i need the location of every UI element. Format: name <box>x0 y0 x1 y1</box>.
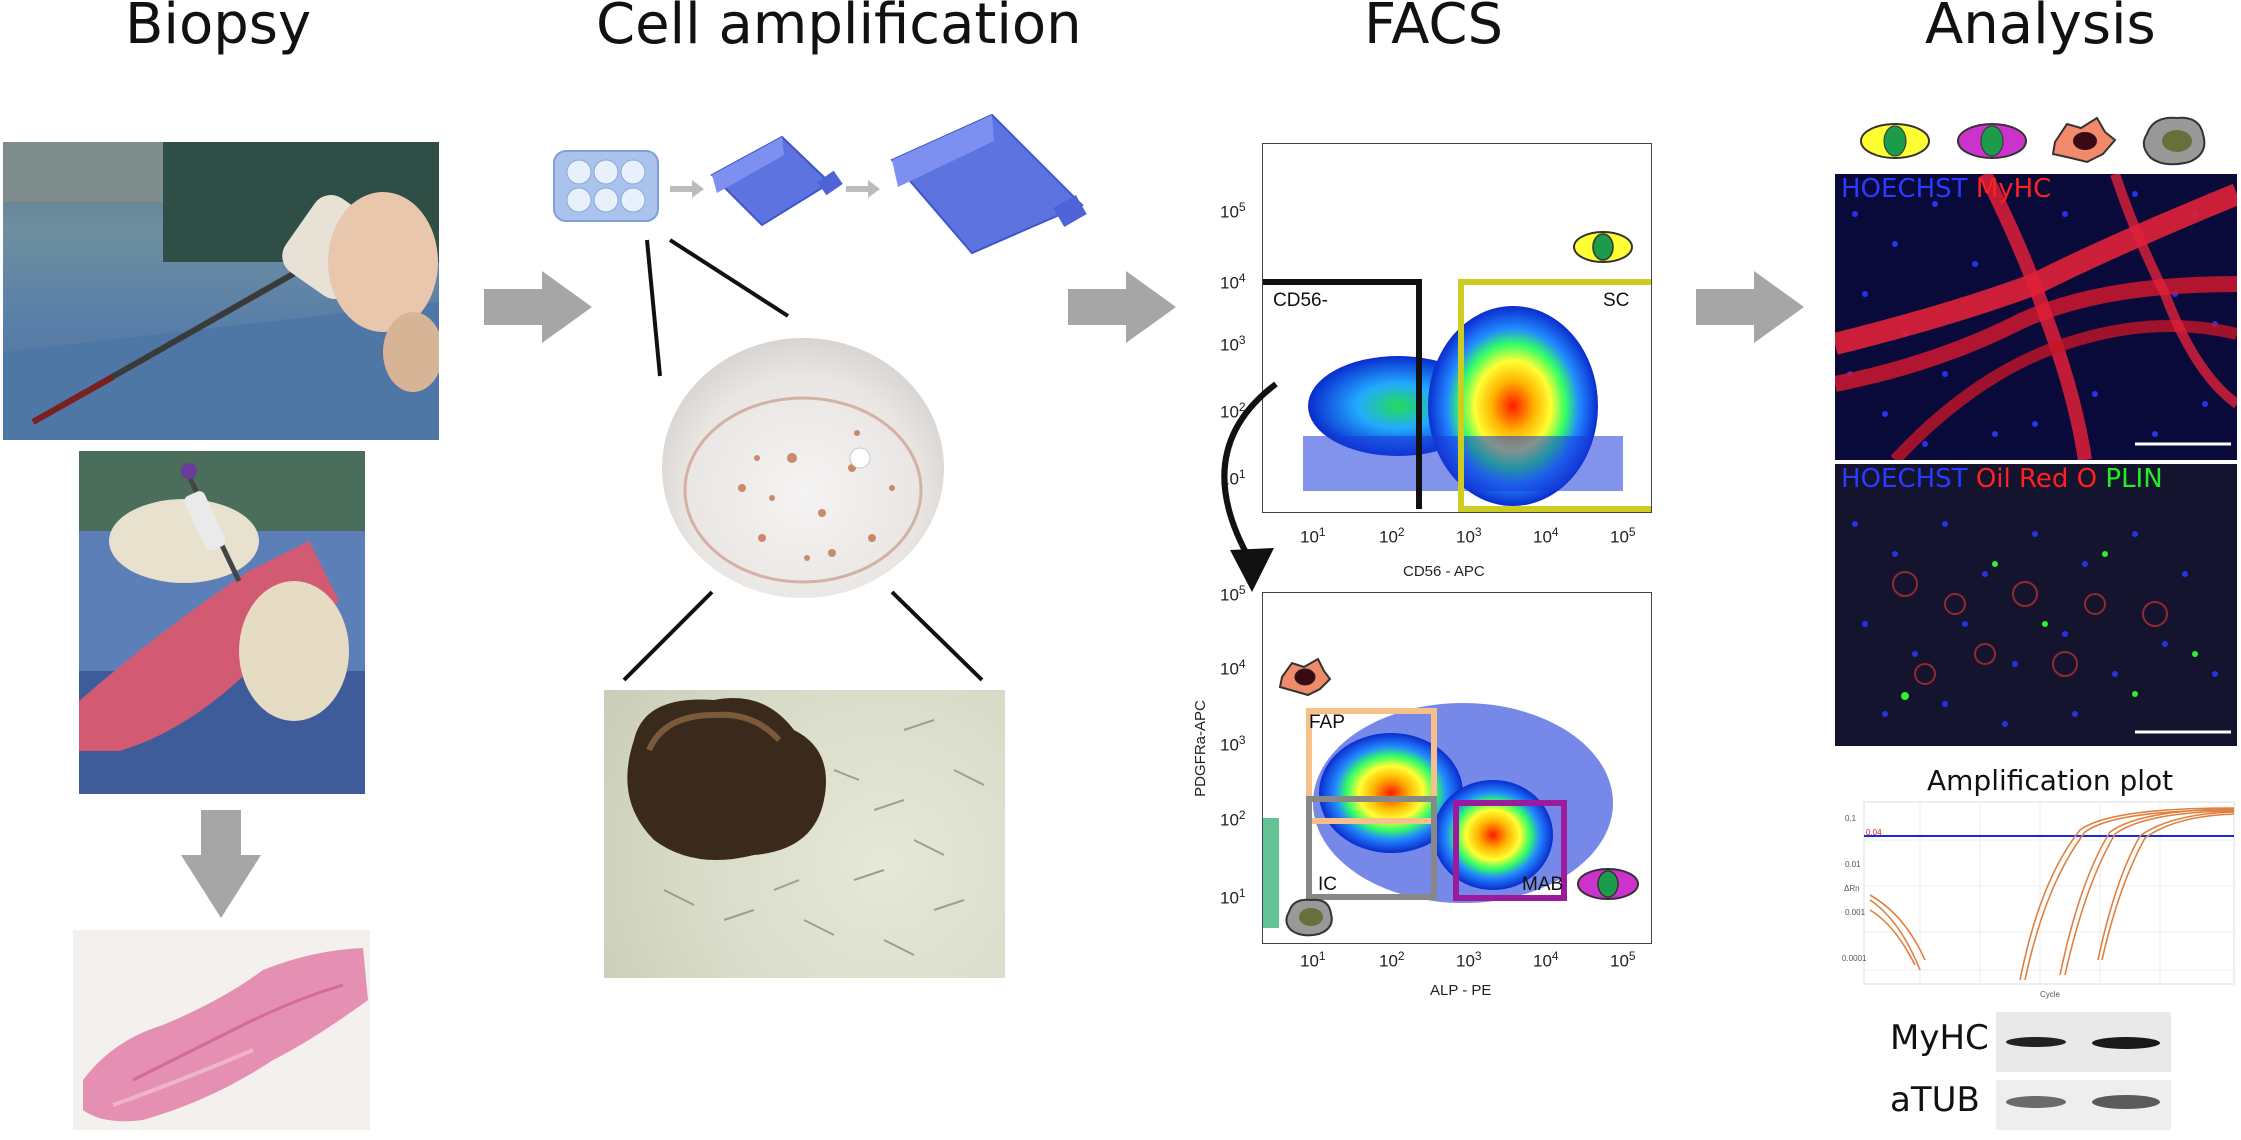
fap-cell-icon <box>2051 116 2117 164</box>
fap-cell-icon <box>1278 657 1332 697</box>
amp-ytick-3: 0.001 <box>1845 908 1866 917</box>
western-blot-label-myhc: MyHC <box>1890 1018 1989 1058</box>
plot2-xtick-3: 103 <box>1456 949 1482 971</box>
plot2-x-axis-title: ALP - PE <box>1430 982 1492 999</box>
six-well-plate-icon <box>553 150 659 222</box>
plot1-x-axis-title: CD56 - APC <box>1403 563 1485 580</box>
plot2-y-axis-title: PDGFRa-APC <box>1191 700 1209 797</box>
culture-vessels-row <box>553 113 1087 255</box>
plot2-xtick-2: 102 <box>1379 949 1405 971</box>
plot2-ytick-5: 105 <box>1220 583 1246 605</box>
oilredo-plin-panel: HOECHST Oil Red O PLIN <box>1835 464 2237 746</box>
western-blot-label-atub: aTUB <box>1890 1080 1980 1120</box>
gate-mab-outline <box>1453 800 1567 901</box>
heading-cell-amplification: Cell amplification <box>596 0 1082 57</box>
gate-cd56neg-outline <box>1263 279 1422 509</box>
western-blot-band-atub <box>1996 1080 2171 1130</box>
biopsy-procedure-photo <box>79 451 365 794</box>
gate-label-mab: MAB <box>1522 874 1564 895</box>
sc-cell-icon <box>1860 123 1930 159</box>
amplification-plot: 0.1 0.01 0.001 0.0001 0.04 Cycle ΔRn <box>1840 800 2236 1000</box>
petri-dish-photo <box>662 338 944 598</box>
western-blot-band-myhc <box>1996 1012 2171 1072</box>
plot2-xtick-4: 104 <box>1533 949 1559 971</box>
sc-cell-icon <box>1573 231 1633 263</box>
mab-cell-icon <box>1577 868 1639 900</box>
gate-label-sc: SC <box>1603 290 1630 311</box>
zoom-lines-lower <box>622 590 984 682</box>
biopsy-down-arrow <box>181 810 261 918</box>
plot1-xtick-1: 101 <box>1300 525 1326 547</box>
plot1-xtick-5: 105 <box>1610 525 1636 547</box>
oilredo-panel-label: HOECHST Oil Red O PLIN <box>1841 464 2163 494</box>
arrow-biopsy-to-amplification <box>484 271 592 343</box>
myhc-immunofluorescence-panel: HOECHST MyHC <box>1835 174 2237 460</box>
gate-fap-outline <box>1306 708 1437 824</box>
ic-cell-icon <box>2142 116 2206 166</box>
amp-threshold-label: 0.04 <box>1866 828 1882 837</box>
plot2-ytick-4: 104 <box>1220 657 1246 679</box>
amp-ytick-2: 0.01 <box>1845 860 1861 869</box>
amplification-plot-title: Amplification plot <box>1927 764 2174 797</box>
heading-analysis: Analysis <box>1925 0 2156 57</box>
plot2-xtick-5: 105 <box>1610 949 1636 971</box>
biopsy-needle-photo <box>3 142 439 440</box>
histology-section-photo <box>73 930 370 1130</box>
mab-cell-icon <box>1957 123 2027 159</box>
amp-y-label: ΔRn <box>1844 884 1860 893</box>
myhc-panel-label: HOECHST MyHC <box>1841 174 2052 204</box>
plot2-xtick-1: 101 <box>1300 949 1326 971</box>
gate-link-curved-arrow <box>1221 381 1278 592</box>
zoom-lines-upper <box>645 238 790 377</box>
small-flask-icon <box>710 135 843 227</box>
large-flask-icon <box>890 113 1087 255</box>
gate-label-fap: FAP <box>1309 712 1345 733</box>
plot1-ytick-5: 105 <box>1220 200 1246 222</box>
gate-label-ic: IC <box>1318 874 1337 895</box>
plot1-xtick-4: 104 <box>1533 525 1559 547</box>
ic-cell-icon <box>1285 898 1333 937</box>
plot1-ytick-2: 102 <box>1220 400 1246 422</box>
arrow-amplification-to-facs <box>1068 271 1176 343</box>
amp-x-label: Cycle <box>2040 990 2061 999</box>
gate-ic-outline <box>1306 796 1437 900</box>
population-mab <box>1433 780 1553 890</box>
plot1-xtick-3: 103 <box>1456 525 1482 547</box>
heading-biopsy: Biopsy <box>125 0 312 57</box>
amp-ytick-4: 0.0001 <box>1842 954 1867 963</box>
plot1-xtick-2: 102 <box>1379 525 1405 547</box>
plot1-ytick-3: 103 <box>1220 333 1246 355</box>
gate-label-cd56neg: CD56- <box>1273 290 1328 311</box>
arrow-facs-to-analysis <box>1696 271 1804 343</box>
cell-colony-micrograph <box>604 690 1005 978</box>
amp-ytick-1: 0.1 <box>1845 814 1857 823</box>
plot2-ytick-3: 103 <box>1220 733 1246 755</box>
plot2-ytick-1: 101 <box>1220 886 1246 908</box>
gate-sc-outline <box>1458 279 1651 512</box>
cell-type-icons-row <box>1860 116 2206 166</box>
facs-plot-cd56 <box>1262 143 1652 513</box>
plot1-ytick-4: 104 <box>1220 271 1246 293</box>
heading-facs: FACS <box>1364 0 1504 57</box>
plot2-ytick-2: 102 <box>1220 808 1246 830</box>
